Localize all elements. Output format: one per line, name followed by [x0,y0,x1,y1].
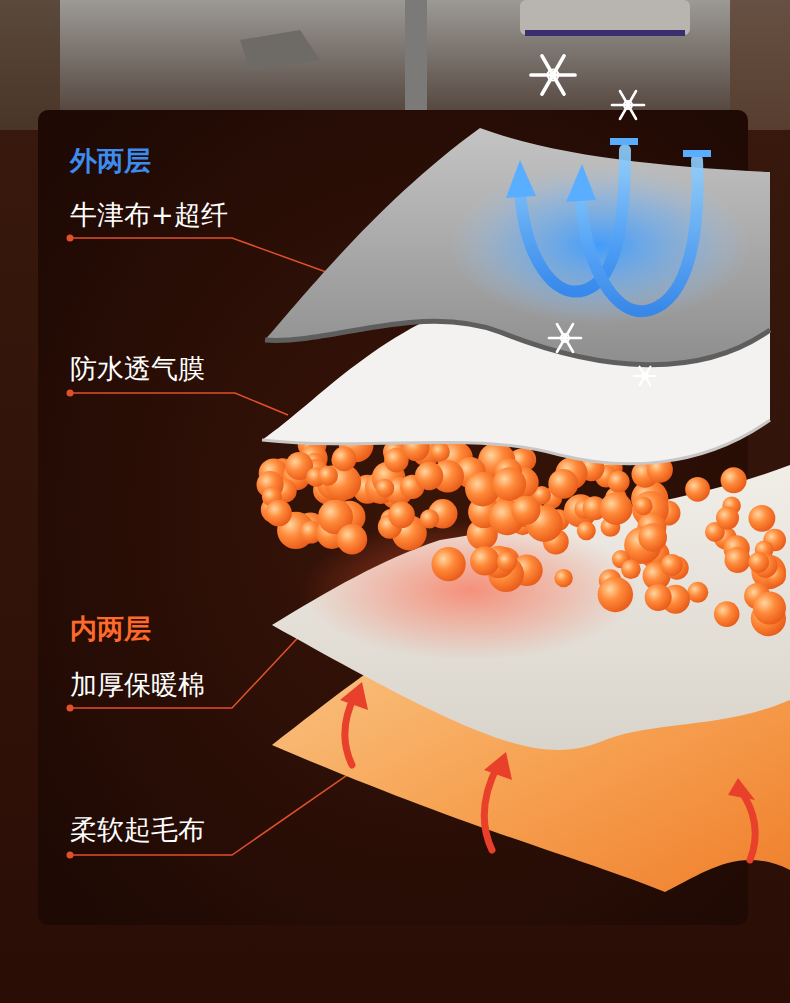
snowflake [549,324,581,352]
warm-particle [687,582,708,603]
breathing-arrow-heads [506,138,711,202]
warm-particle [548,469,578,499]
leader-line [70,238,340,277]
warm-arrow [345,695,355,765]
arrow-head [484,752,512,780]
arrow-cap [683,150,711,157]
oxford-layer [265,128,770,365]
arrow-head [728,778,755,800]
warm-particle [511,496,540,525]
jacket-pocket [520,0,690,35]
oxford-edge [265,321,770,365]
snowflake-core [561,334,569,342]
snowflake-arm [620,91,636,119]
jacket-trim [525,30,685,36]
warm-particle [753,592,786,625]
arrow-head [340,682,368,710]
warm-particle [749,505,776,532]
warm-particle [748,552,769,573]
warm-particle [388,502,415,529]
warm-particle [265,500,292,527]
leader-dots [67,235,74,859]
snowflake-arm [640,367,651,386]
jacket-collar [240,30,320,70]
warm-particle [621,560,641,580]
arrow-head [566,164,596,202]
breathing-arrow [520,150,625,292]
membrane-edge [262,420,770,464]
warm-arrow [484,765,498,850]
warm-particle [645,584,672,611]
warm-particle [721,467,747,493]
leader-dot [67,852,74,859]
snowflake-arm [557,324,573,352]
warm-cotton-layer [272,465,790,750]
leader-dot [67,390,74,397]
cool-glow [450,165,750,325]
warm-particle [634,497,653,516]
warm-particle [598,577,633,612]
warm-particle [470,546,499,575]
snowflake-arm [620,91,636,119]
snowflake [634,367,656,386]
snowflake-arm [640,367,651,386]
warm-particle [376,479,395,498]
warm-particle [577,521,596,540]
snowflake [531,56,575,94]
arrow-head [506,160,536,198]
leader-line [70,393,288,415]
warm-arrow [740,790,755,860]
warm-particle [420,509,439,528]
warm-particle [493,467,527,501]
snowflake [612,91,644,119]
layer-label: 柔软起毛布 [70,813,205,847]
warm-particle [608,471,630,493]
warm-particle [415,462,443,490]
layer-label: 防水透气膜 [70,352,205,386]
arrow-cap [610,138,638,145]
warm-particle [432,547,466,581]
snowflake-arm [542,56,564,94]
warm-particle [497,551,517,571]
snowflake-core [548,70,559,81]
jacket-zipper [405,0,427,115]
breathing-arrow [580,160,697,311]
section-heading: 外两层 [70,144,151,178]
warm-particle [638,523,667,552]
leader-dot [67,235,74,242]
warm-particle [600,492,633,525]
snowflake-core [642,373,648,379]
warm-particle [716,507,739,530]
warm-particle [685,477,710,502]
section-heading: 内两层 [70,612,151,646]
snowflake-arm [557,324,573,352]
breathing-arrows [520,150,697,311]
warm-particle [431,442,450,461]
snowflake-arm [542,56,564,94]
warm-particles [257,428,787,637]
snowflakes [531,56,656,386]
warm-particle [714,601,740,627]
warm-particle [725,547,751,573]
warm-particle [554,569,572,587]
snowflake-core [624,101,632,109]
layer-label: 加厚保暖棉 [70,668,205,702]
layer-label: 牛津布+超纤 [70,198,228,232]
warm-particle [337,524,367,554]
warm-particle [332,447,357,472]
leader-dot [67,705,74,712]
warm-particle [661,554,683,576]
warm-particle [318,466,338,486]
